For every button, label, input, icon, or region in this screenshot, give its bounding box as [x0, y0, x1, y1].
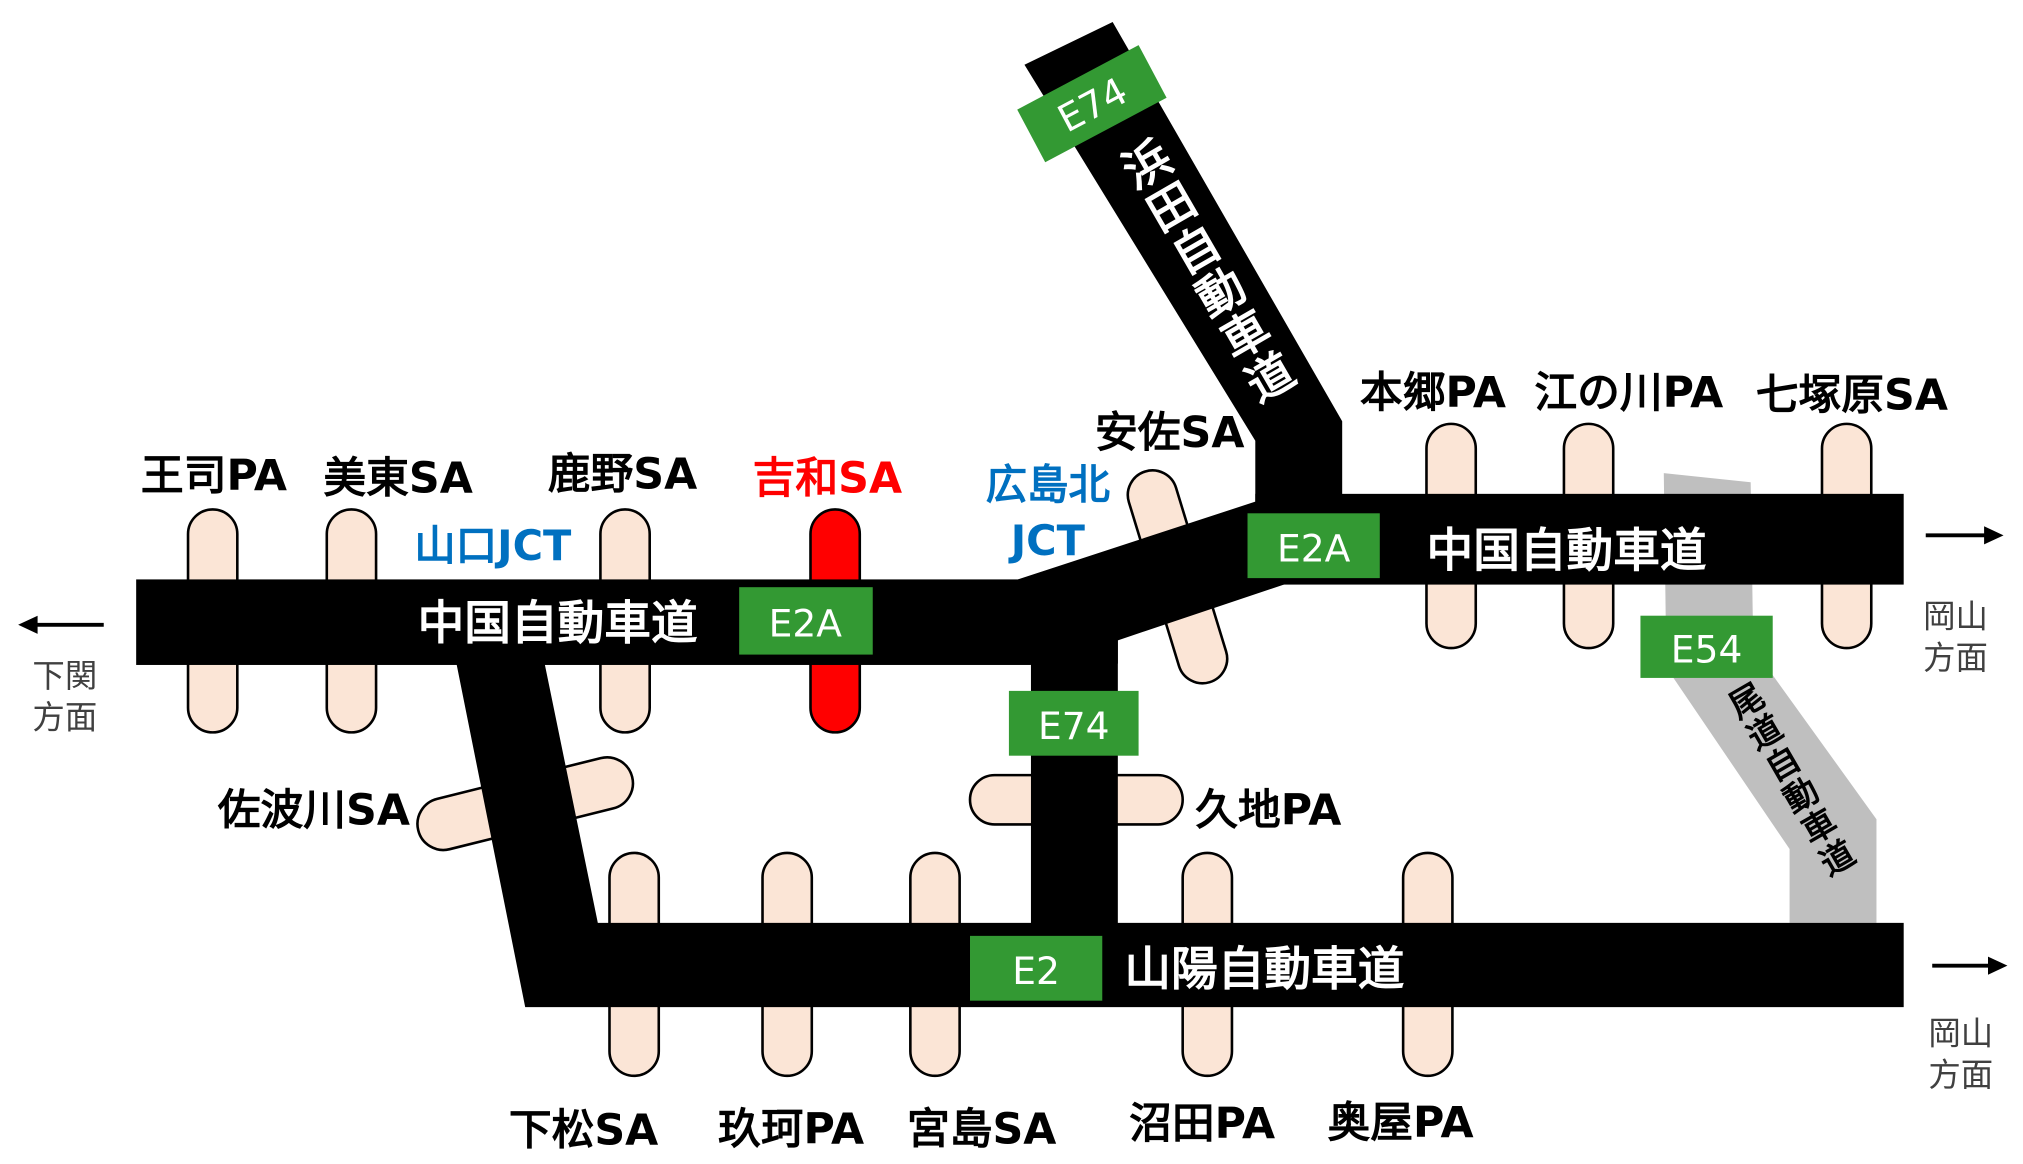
label-miyajima-sa: 宮島SA [907, 1104, 1056, 1154]
chugoku-expressway-east-label: 中国自動車道 [1427, 524, 1707, 578]
chugoku-expressway-west-road [136, 579, 1031, 665]
yamaguchi-jct-label: 山口JCT [414, 521, 572, 570]
route-sign-hiroshima-kita-text: E74 [1038, 704, 1110, 748]
arrow-right-icon [1925, 526, 2004, 545]
label-sabagawa-sa: 佐波川SA [217, 785, 410, 835]
label-gonokawa-pa: 江の川PA [1534, 368, 1723, 418]
sanyo-expressway-road [456, 663, 1904, 1008]
direction-west-line1: 下関 [32, 657, 97, 695]
label-kuga-pa: 玖珂PA [718, 1104, 864, 1154]
route-sign-chugoku-west-text: E2A [769, 601, 843, 645]
hamada-expressway-label: 浜田自動車道 [1107, 132, 1302, 415]
route-number-signs: E74 E2A E2A E74 E2 E54 [739, 45, 1773, 1001]
direction-east-sanyo: 岡山 方面 [1928, 956, 2008, 1094]
direction-west: 下関 方面 [18, 615, 104, 736]
label-kudamatsu-sa: 下松SA [509, 1106, 658, 1156]
route-sign-sanyo-plate [970, 935, 1103, 1001]
route-sign-onomichi-text: E54 [1671, 627, 1743, 671]
hiroshima-kita-link-road [1030, 628, 1118, 930]
route-sign-chugoku-east-plate [1247, 513, 1380, 579]
label-kuchi-pa: 久地PA [1195, 785, 1341, 835]
direction-east-chugoku: 岡山 方面 [1923, 526, 2004, 677]
route-sign-hamada-plate [1017, 45, 1167, 163]
chugoku-expressway-connector-road [1017, 501, 1292, 664]
label-nanatsukahara-sa: 七塚原SA [1756, 371, 1948, 421]
label-kano-sa: 鹿野SA [548, 450, 697, 500]
direction-east-chugoku-line1: 岡山 [1923, 597, 1988, 635]
route-sign-chugoku-west-plate [739, 587, 873, 655]
direction-east-sanyo-line1: 岡山 [1928, 1015, 1993, 1053]
direction-east-sanyo-line2: 方面 [1928, 1056, 1993, 1094]
label-okuya-pa: 奥屋PA [1327, 1098, 1473, 1148]
label-mito-sa: 美東SA [323, 454, 472, 504]
hamada-expressway-road [1024, 22, 1343, 509]
label-hongo-pa: 本郷PA [1360, 368, 1506, 418]
label-oji-pa: 王司PA [141, 451, 287, 501]
junction-labels: 山口JCT 広島北 JCT [414, 460, 1110, 570]
label-nuta-pa: 沼田PA [1129, 1099, 1275, 1149]
label-asa-sa: 安佐SA [1095, 408, 1244, 458]
route-sign-hiroshima-kita-plate [1008, 690, 1139, 756]
onomichi-expressway-road [1663, 473, 1877, 923]
service-area-labels: 王司PA 美東SA 鹿野SA 吉和SA 安佐SA 本郷PA 江の川PA 七塚原S… [141, 368, 1948, 1156]
direction-west-line2: 方面 [32, 698, 97, 736]
arrow-right-icon [1932, 956, 2008, 975]
route-sign-chugoku-east-text: E2A [1277, 526, 1351, 570]
hiroshima-kita-jct-label-line1: 広島北 [986, 460, 1111, 509]
sanyo-expressway-label: 山陽自動車道 [1124, 943, 1404, 997]
arrow-left-icon [18, 615, 104, 634]
route-sign-onomichi-plate [1640, 615, 1773, 678]
expressway-roads [136, 22, 1904, 1008]
hiroshima-kita-jct-label-line2: JCT [1008, 516, 1086, 565]
label-yoshiwa-sa-highlighted: 吉和SA [753, 454, 902, 504]
route-sign-sanyo-text: E2 [1012, 949, 1060, 993]
direction-east-chugoku-line2: 方面 [1923, 639, 1988, 677]
chugoku-expressway-west-label: 中国自動車道 [418, 597, 698, 651]
